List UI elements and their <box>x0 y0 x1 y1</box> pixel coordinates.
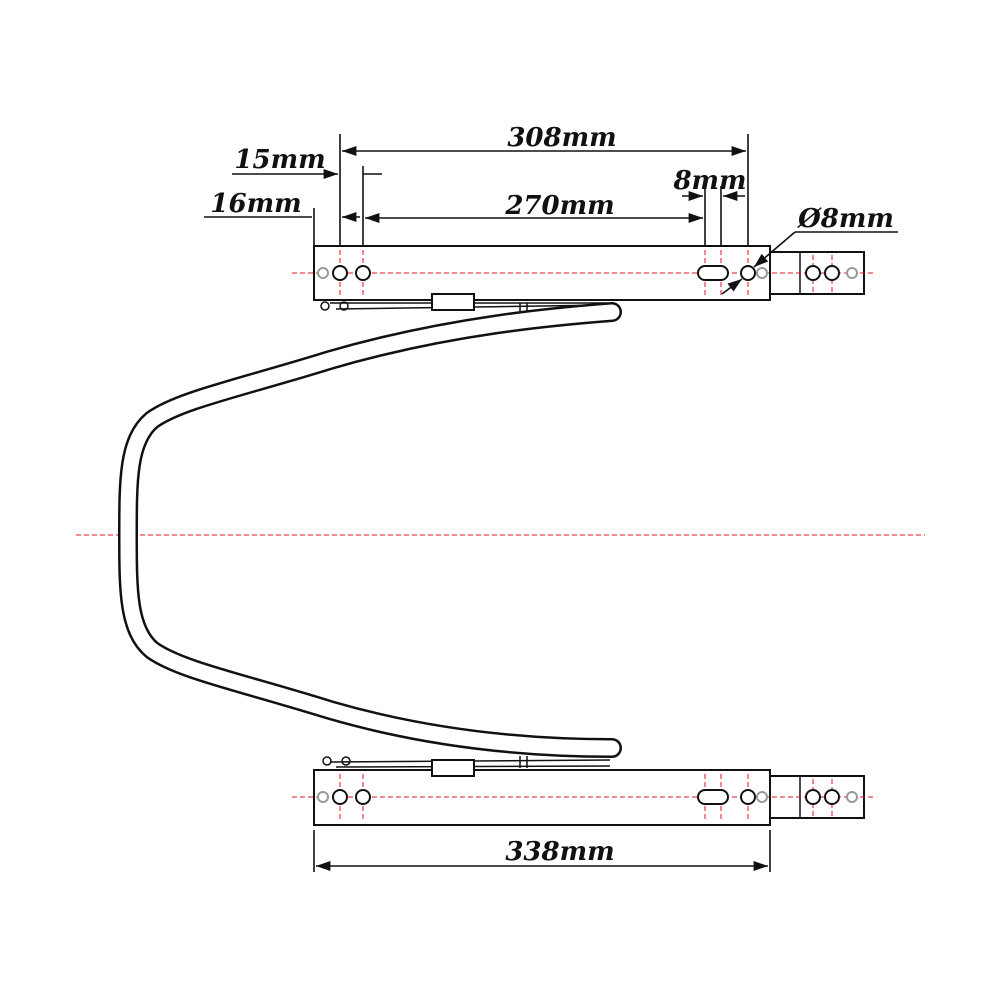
top-hole-2 <box>355 265 371 281</box>
top-rail <box>292 245 876 301</box>
release-bar-tube-outer <box>117 302 622 758</box>
top-latch-block <box>431 293 475 311</box>
top-latch-pin-2 <box>339 301 349 311</box>
dim-label-308: 308mm <box>507 123 616 153</box>
bottom-ext-small-hole <box>846 791 858 803</box>
bottom-small-hole-left <box>317 791 329 803</box>
top-hole-1 <box>332 265 348 281</box>
top-ext-hole-1 <box>805 265 821 281</box>
bottom-latch-pin-2 <box>341 756 351 766</box>
bottom-ext-hole-2 <box>824 789 840 805</box>
top-hole-3 <box>740 265 756 281</box>
dimension-labels: 308mm 15mm 16mm 270mm 8mm Ø8mm 338mm <box>210 123 893 867</box>
top-ext-hole-2 <box>824 265 840 281</box>
dim-label-338: 338mm <box>505 837 614 867</box>
release-bar-tube-inner <box>120 304 620 756</box>
bottom-latch-mechanism <box>322 756 611 777</box>
top-latch-mechanism <box>320 293 609 314</box>
bottom-latch-pin-1 <box>322 756 332 766</box>
bottom-hole-2 <box>355 789 371 805</box>
bottom-hole-1 <box>332 789 348 805</box>
top-slot <box>697 265 729 281</box>
bottom-slot <box>697 789 729 805</box>
dim-label-15: 15mm <box>234 145 325 175</box>
bottom-latch-block <box>431 759 475 777</box>
bottom-small-hole-right <box>756 791 768 803</box>
top-ext-small-hole <box>846 267 858 279</box>
dim-label-8: 8mm <box>672 166 746 196</box>
bottom-rail <box>292 769 876 826</box>
dim-label-16: 16mm <box>210 189 301 219</box>
dimension-lines <box>204 134 898 872</box>
top-small-hole-left <box>317 267 329 279</box>
dim-label-270: 270mm <box>504 191 614 221</box>
dim-diameter-arrow-1 <box>753 231 796 268</box>
dim-diameter-arrow-2 <box>721 278 743 295</box>
top-latch-pin-1 <box>320 301 330 311</box>
dim-label-diameter: Ø8mm <box>797 204 894 234</box>
release-bar <box>117 302 622 758</box>
bottom-hole-3 <box>740 789 756 805</box>
top-small-hole-right <box>756 267 768 279</box>
bottom-ext-hole-1 <box>805 789 821 805</box>
